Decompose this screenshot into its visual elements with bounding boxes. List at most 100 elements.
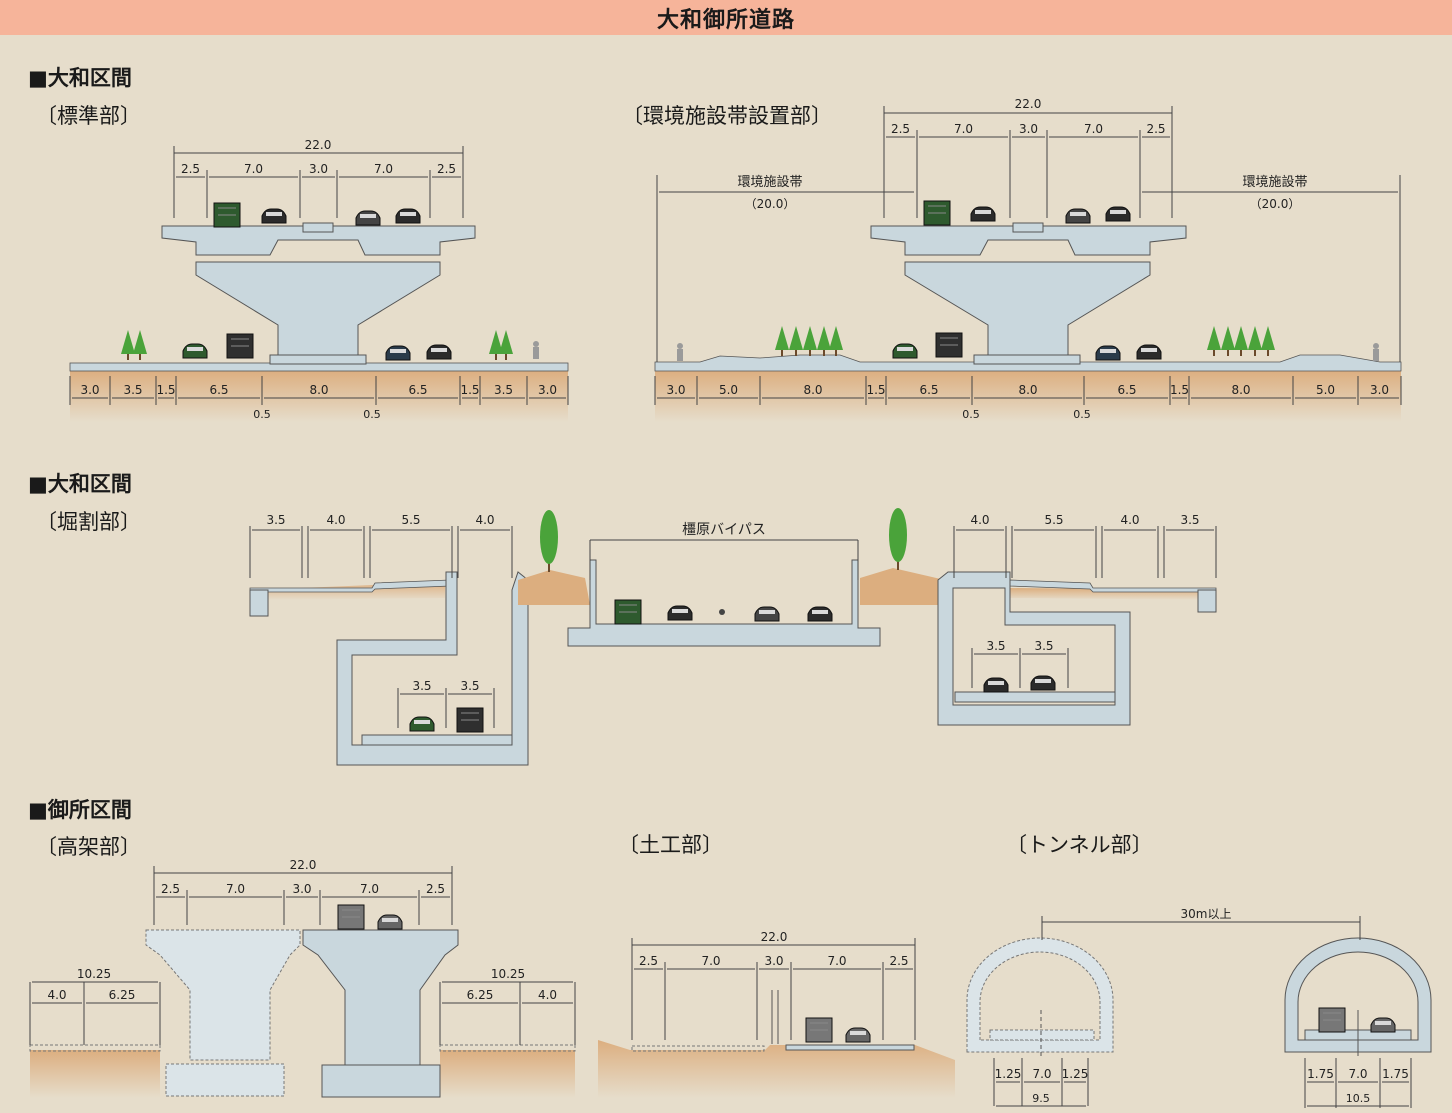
pier-footing [269,354,367,365]
bypass-label: 橿原バイパス [682,522,766,538]
dim-lane-right: 3.5 [986,639,1005,653]
median [302,222,334,233]
dim-top-label: 7.0 [374,162,393,176]
dim-bottom-label: 8.0 [1018,383,1037,397]
pedestrian-icon [1373,343,1379,349]
subheading-tunnel: 〔トンネル部〕 [1006,833,1153,857]
dim-bottom-label: 6.5 [1117,383,1136,397]
standard-section-drawing [69,222,569,422]
tree-icon [817,326,831,350]
dim-lane-left: 3.5 [412,679,431,693]
env-section-drawing [654,175,1402,422]
car-window [400,212,416,216]
page-title: 大和御所道路 [0,0,1452,35]
future-footing [165,1063,285,1097]
dim-cut-left-label: 4.0 [326,513,345,527]
tree-icon [121,330,135,354]
tunnel-section-drawing [966,916,1432,1056]
dim-tunnel-right: 1.75 [1307,1067,1334,1081]
dim-bottom-label: 1.5 [156,383,175,397]
right-underground-box [937,571,1131,726]
median [1012,222,1044,233]
dim-cut-right-label: 3.5 [1180,513,1199,527]
dim-top-label: 7.0 [954,122,973,136]
subheading-cut: 〔堀割部〕 [36,510,141,534]
dim-bottom-label: 6.5 [919,383,938,397]
dim-top-label: 2.5 [891,122,910,136]
dim-top-label: 2.5 [1146,122,1165,136]
env-belt-label-right: 環境施設帯 [1242,174,1307,190]
future-pier [145,929,301,1061]
section-heading-yamato-1: ■大和区間 [28,66,132,90]
dim-tunnel-left: 1.25 [995,1067,1022,1081]
dim-top-label: 2.5 [437,162,456,176]
tree-icon [133,330,147,354]
dim-cut-left-label: 4.0 [475,513,494,527]
dim-bottom-label: 6.5 [209,383,228,397]
dim-side-right: 6.25 [467,988,494,1002]
car-window [390,349,406,353]
car-window [382,918,398,922]
dim-top-label: 2.5 [889,954,908,968]
dim-total: 22.0 [305,138,332,152]
deck [161,225,476,256]
env-belt-width-left: （20.0） [745,197,796,211]
pedestrian-icon [677,343,683,349]
dim-top-label: 2.5 [426,882,445,896]
dim-bottom-label: 3.0 [1370,383,1389,397]
dim-bottom-label: 5.0 [1316,383,1335,397]
dim-offset-label: 0.5 [1073,408,1091,421]
dim-top-label: 3.0 [1019,122,1038,136]
car-window [812,610,828,614]
tree-icon [889,508,907,562]
dim-offset-label: 0.5 [253,408,271,421]
dim-top-label: 3.0 [309,162,328,176]
subheading-earthwork: 〔土工部〕 [618,833,723,857]
cut-section-drawing [249,539,1217,766]
subheading-env-belt: 〔環境施設帯設置部〕 [622,104,832,128]
tree-icon [775,326,789,350]
tree-icon [1234,326,1248,350]
dim-top-label: 7.0 [1084,122,1103,136]
dim-top-label: 2.5 [639,954,658,968]
dim-offset-label: 0.5 [962,408,980,421]
car-window [431,348,447,352]
tree-icon [1261,326,1275,350]
car-window [1141,348,1157,352]
dimensions-and-figures: 22.0 2.5 7.0 3.0 7.0 2.5 3.0 3.5 1.5 6.5 8.0 6.5 1.5… [29,97,1412,1108]
pier-footing [973,354,1081,365]
dim-total: 22.0 [761,930,788,944]
dim-bottom-label: 5.0 [719,383,738,397]
dim-bottom-label: 3.5 [123,383,142,397]
dim-tunnel-right-total: 10.5 [1346,1092,1371,1105]
dim-cut-right-label: 4.0 [1120,513,1139,527]
deck [870,225,1187,256]
car-window [1375,1021,1391,1025]
dim-top-label: 2.5 [181,162,200,176]
wall-left-edge [249,589,269,617]
dim-bottom-label: 8.0 [1231,383,1250,397]
dim-bottom-label: 1.5 [1170,383,1189,397]
dim-bottom-label: 3.0 [80,383,99,397]
dim-tunnel-left-total: 9.5 [1032,1092,1050,1105]
dim-cut-left-label: 5.5 [401,513,420,527]
car-window [1110,210,1126,214]
dim-bottom-label: 8.0 [309,383,328,397]
car-window [360,214,376,218]
dim-top-label: 2.5 [161,882,180,896]
tree-icon [829,326,843,350]
dim-tunnel-left: 7.0 [1032,1067,1051,1081]
dim-offset-label: 0.5 [363,408,381,421]
left-lane-deck [361,734,513,746]
dim-side-total: 10.25 [77,967,111,981]
berm-left [518,570,590,605]
car-window [1100,349,1116,353]
dim-top-label: 7.0 [360,882,379,896]
footing [321,1064,441,1098]
dim-bottom-label: 3.0 [538,383,557,397]
car-window [759,610,775,614]
dim-cut-left-label: 3.5 [266,513,285,527]
dim-total: 22.0 [290,858,317,872]
dim-tunnel-left: 1.25 [1062,1067,1089,1081]
